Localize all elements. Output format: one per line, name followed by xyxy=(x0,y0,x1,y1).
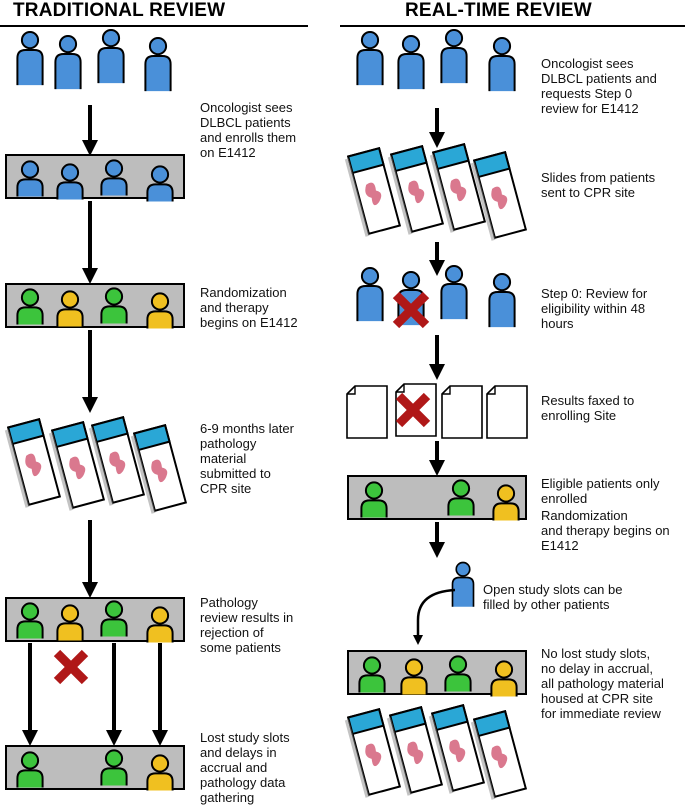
person-icon xyxy=(97,28,125,85)
person-icon xyxy=(144,36,172,93)
rt-step-2: Slides from patients sent to CPR site xyxy=(541,170,656,200)
slide-icon xyxy=(470,709,528,800)
slide-icon xyxy=(428,703,486,794)
rt-step-7: Open study slots can be filled by other … xyxy=(483,582,623,612)
person-icon xyxy=(54,34,82,91)
person-icon xyxy=(146,606,174,643)
slide-icon xyxy=(344,146,402,237)
heading-realtime: REAL-TIME REVIEW xyxy=(405,0,592,21)
slide-icon xyxy=(387,144,445,235)
slide-icon xyxy=(130,423,188,514)
person-icon xyxy=(16,751,44,788)
person-icon xyxy=(56,604,84,641)
person-icon xyxy=(447,479,475,516)
slide-icon xyxy=(344,707,402,798)
person-icon xyxy=(100,600,128,637)
person-icon xyxy=(100,749,128,786)
trad-step-1: Oncologist sees DLBCL patients and enrol… xyxy=(200,100,297,160)
rt-step-4: Results faxed to enrolling Site xyxy=(541,393,635,423)
document-icon xyxy=(486,385,528,439)
person-icon xyxy=(397,34,425,91)
heading-traditional: TRADITIONAL REVIEW xyxy=(13,0,226,21)
reject-x-icon xyxy=(53,649,89,685)
person-icon xyxy=(146,292,174,329)
document-icon xyxy=(441,385,483,439)
person-icon xyxy=(488,272,516,329)
rt-step-1: Oncologist sees DLBCL patients and reque… xyxy=(541,56,657,116)
person-icon xyxy=(440,28,468,85)
arrow-down-icon xyxy=(413,588,456,645)
person-icon xyxy=(490,660,518,697)
person-icon xyxy=(56,163,84,200)
person-icon xyxy=(488,36,516,93)
person-icon xyxy=(358,656,386,693)
rt-step-6: Randomization and therapy begins on E141… xyxy=(541,508,670,553)
person-icon xyxy=(356,30,384,87)
reject-x-icon xyxy=(392,291,430,329)
person-icon xyxy=(16,30,44,87)
person-icon xyxy=(360,481,388,518)
person-icon xyxy=(400,658,428,695)
slide-icon xyxy=(88,415,146,506)
slide-icon xyxy=(4,417,62,508)
person-icon xyxy=(444,655,472,692)
slide-icon xyxy=(429,142,487,233)
slide-icon xyxy=(48,420,106,511)
rt-step-5: Eligible patients only enrolled xyxy=(541,476,660,506)
person-icon xyxy=(100,159,128,196)
person-icon xyxy=(16,602,44,639)
reject-x-icon xyxy=(395,392,431,428)
person-icon xyxy=(56,290,84,327)
trad-step-4: Pathology review results in rejection of… xyxy=(200,595,294,655)
person-icon xyxy=(356,266,384,323)
document-icon xyxy=(346,385,388,439)
rt-step-8: No lost study slots, no delay in accrual… xyxy=(541,646,664,721)
trad-step-5: Lost study slots and delays in accrual a… xyxy=(200,730,290,805)
slide-icon xyxy=(386,705,444,796)
person-icon xyxy=(16,288,44,325)
trad-step-3: 6-9 months later pathology material subm… xyxy=(200,421,294,496)
person-icon xyxy=(146,754,174,791)
slide-icon xyxy=(470,150,528,241)
person-icon xyxy=(146,165,174,202)
person-icon xyxy=(100,287,128,324)
rt-step-3: Step 0: Review for eligibility within 48… xyxy=(541,286,648,331)
person-icon xyxy=(451,561,475,608)
trad-step-2: Randomization and therapy begins on E141… xyxy=(200,285,298,330)
person-icon xyxy=(492,484,520,521)
heading-realtime-underline xyxy=(340,25,685,27)
person-icon xyxy=(440,264,468,321)
person-icon xyxy=(16,160,44,197)
heading-traditional-underline xyxy=(0,25,308,27)
